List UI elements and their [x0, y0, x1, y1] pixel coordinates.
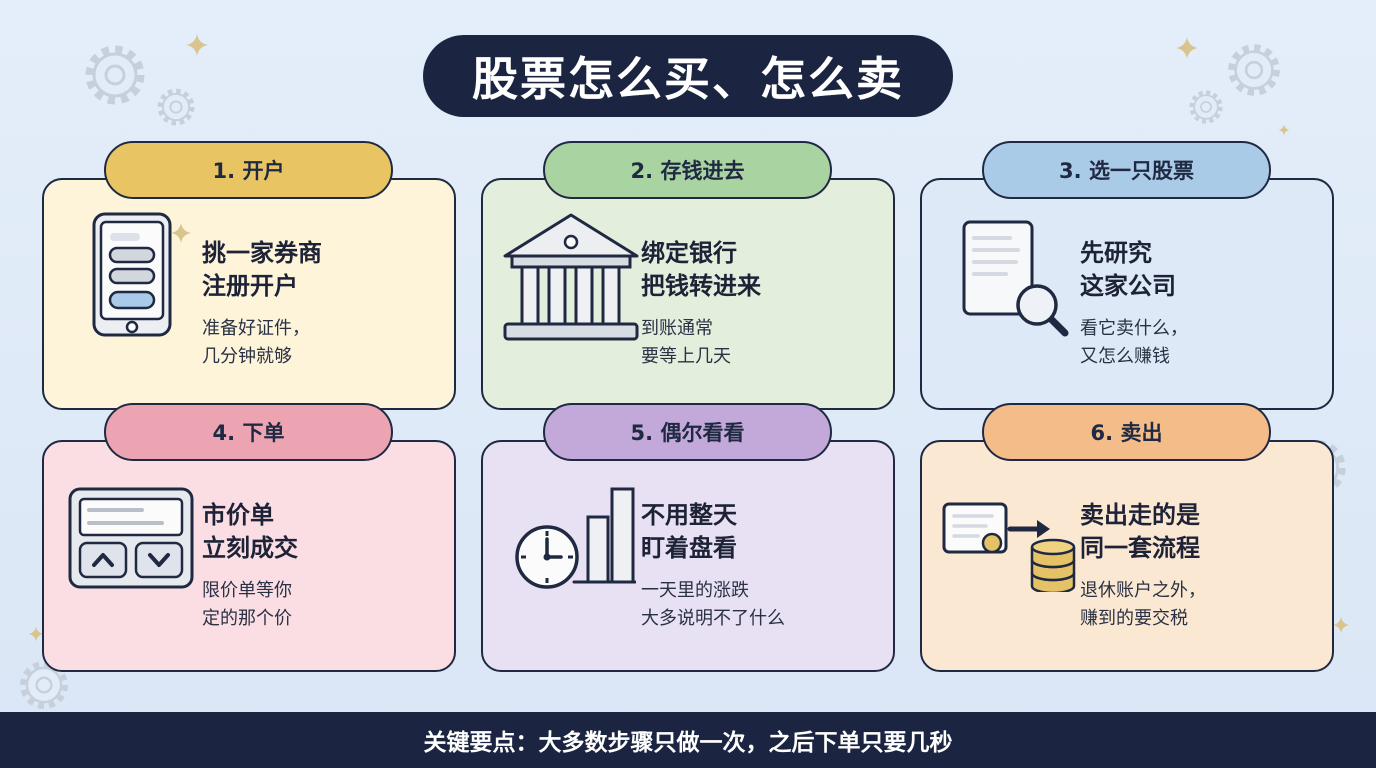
step-4-note-line-2: 定的那个价	[202, 608, 292, 629]
step-text: 先研究 这家公司 看它卖什么， 又怎么赚钱	[1080, 237, 1188, 371]
step-1-heading-line-1: 挑一家券商	[202, 239, 322, 267]
step-2-note-line-2: 要等上几天	[641, 346, 731, 367]
step-note: 退休账户之外， 赚到的要交税	[1080, 577, 1206, 633]
step-6-note-line-1: 退休账户之外，	[1080, 580, 1206, 601]
gear-icon	[1226, 42, 1282, 98]
step-5-heading-line-1: 不用整天	[641, 501, 737, 529]
gear-icon	[83, 43, 147, 107]
step-text: 卖出走的是 同一套流程 退休账户之外， 赚到的要交税	[1080, 499, 1206, 633]
title-banner: 股票怎么买、怎么卖	[423, 35, 953, 117]
step-3-heading-line-1: 先研究	[1080, 239, 1152, 267]
sparkle-icon	[1176, 37, 1198, 59]
step-heading: 市价单 立刻成交	[202, 499, 298, 565]
step-card-place-order: 市价单 立刻成交 限价单等你 定的那个价 4. 下单	[42, 403, 456, 672]
step-card-body: 先研究 这家公司 看它卖什么， 又怎么赚钱	[920, 178, 1334, 410]
step-3-note-line-2: 又怎么赚钱	[1080, 346, 1170, 367]
gear-icon	[1188, 89, 1224, 125]
step-heading: 卖出走的是 同一套流程	[1080, 499, 1206, 565]
step-text: 市价单 立刻成交 限价单等你 定的那个价	[202, 499, 298, 633]
step-note: 限价单等你 定的那个价	[202, 577, 298, 633]
step-text: 不用整天 盯着盘看 一天里的涨跌 大多说明不了什么	[641, 499, 785, 633]
step-2-note-line-1: 到账通常	[641, 318, 713, 339]
certificate-coins-icon	[942, 502, 1076, 592]
step-card-deposit: 绑定银行 把钱转进来 到账通常 要等上几天 2. 存钱进去	[481, 141, 895, 410]
order-buttons-icon	[68, 487, 194, 589]
step-card-body: 挑一家券商 注册开户 准备好证件， 几分钟就够	[42, 178, 456, 410]
step-card-body: 市价单 立刻成交 限价单等你 定的那个价	[42, 440, 456, 672]
gear-icon	[156, 87, 196, 127]
step-3-note-line-1: 看它卖什么，	[1080, 318, 1188, 339]
step-heading: 不用整天 盯着盘看	[641, 499, 785, 565]
step-card-body: 卖出走的是 同一套流程 退休账户之外， 赚到的要交税	[920, 440, 1334, 672]
step-1-note-line-2: 几分钟就够	[202, 346, 292, 367]
step-5-tab-label: 5. 偶尔看看	[543, 403, 832, 461]
step-1-note-line-1: 准备好证件，	[202, 318, 310, 339]
step-card-pick-stock: 先研究 这家公司 看它卖什么， 又怎么赚钱 3. 选一只股票	[920, 141, 1334, 410]
step-3-tab-label: 3. 选一只股票	[982, 141, 1271, 199]
step-card-sell: 卖出走的是 同一套流程 退休账户之外， 赚到的要交税 6. 卖出	[920, 403, 1334, 672]
step-5-note-line-1: 一天里的涨跌	[641, 580, 749, 601]
step-heading: 先研究 这家公司	[1080, 237, 1188, 303]
step-card-open-account: 挑一家券商 注册开户 准备好证件， 几分钟就够 1. 开户	[42, 141, 456, 410]
step-text: 绑定银行 把钱转进来 到账通常 要等上几天	[641, 237, 761, 371]
step-3-heading-line-2: 这家公司	[1080, 272, 1176, 300]
bank-icon	[503, 213, 639, 341]
document-magnifier-icon	[962, 220, 1069, 337]
step-6-tab-label: 6. 卖出	[982, 403, 1271, 461]
sparkle-icon	[1332, 616, 1350, 634]
key-takeaway-bar: 关键要点：大多数步骤只做一次，之后下单只要几秒	[0, 712, 1376, 768]
step-heading: 挑一家券商 注册开户	[202, 237, 322, 303]
step-1-heading-line-2: 注册开户	[202, 272, 298, 300]
step-note: 看它卖什么， 又怎么赚钱	[1080, 315, 1188, 371]
sparkle-icon	[1278, 124, 1290, 136]
step-1-tab-label: 1. 开户	[104, 141, 393, 199]
step-4-heading-line-2: 立刻成交	[202, 534, 298, 562]
step-4-heading-line-1: 市价单	[202, 501, 274, 529]
step-card-check-occasionally: 不用整天 盯着盘看 一天里的涨跌 大多说明不了什么 5. 偶尔看看	[481, 403, 895, 672]
step-2-heading-line-1: 绑定银行	[641, 239, 737, 267]
clock-bar-chart-icon	[515, 487, 636, 589]
step-4-tab-label: 4. 下单	[104, 403, 393, 461]
key-takeaway-text: 关键要点：大多数步骤只做一次，之后下单只要几秒	[423, 730, 953, 756]
step-4-note-line-1: 限价单等你	[202, 580, 292, 601]
step-text: 挑一家券商 注册开户 准备好证件， 几分钟就够	[202, 237, 322, 371]
step-5-heading-line-2: 盯着盘看	[641, 534, 737, 562]
step-card-body: 绑定银行 把钱转进来 到账通常 要等上几天	[481, 178, 895, 410]
step-6-heading-line-1: 卖出走的是	[1080, 501, 1200, 529]
step-note: 准备好证件， 几分钟就够	[202, 315, 322, 371]
step-2-heading-line-2: 把钱转进来	[641, 272, 761, 300]
sparkle-icon	[170, 222, 192, 244]
phone-icon	[92, 212, 172, 337]
step-note: 一天里的涨跌 大多说明不了什么	[641, 577, 785, 633]
step-6-note-line-2: 赚到的要交税	[1080, 608, 1188, 629]
page-title: 股票怎么买、怎么卖	[472, 52, 904, 106]
step-5-note-line-2: 大多说明不了什么	[641, 608, 785, 629]
step-2-tab-label: 2. 存钱进去	[543, 141, 832, 199]
step-heading: 绑定银行 把钱转进来	[641, 237, 761, 303]
sparkle-icon	[186, 34, 208, 56]
step-note: 到账通常 要等上几天	[641, 315, 761, 371]
step-6-heading-line-2: 同一套流程	[1080, 534, 1200, 562]
step-card-body: 不用整天 盯着盘看 一天里的涨跌 大多说明不了什么	[481, 440, 895, 672]
